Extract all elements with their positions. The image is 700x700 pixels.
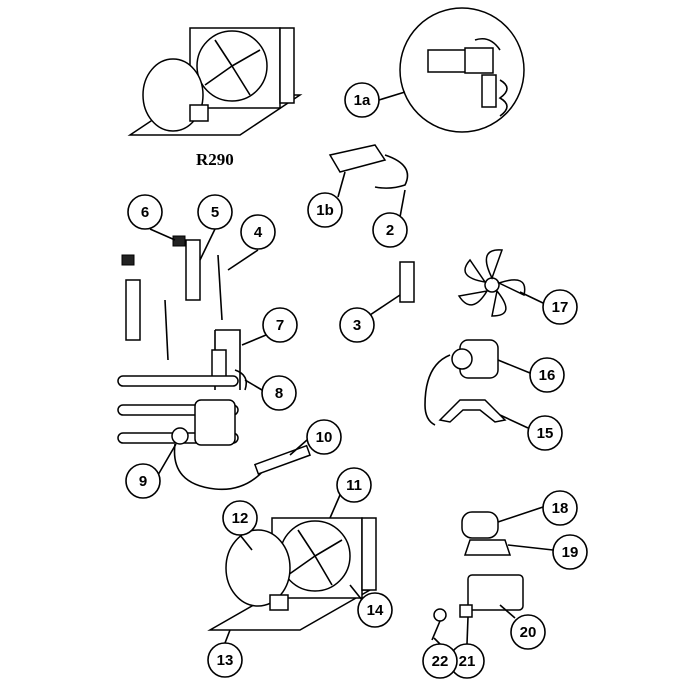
callout-10: 10 [306,419,342,455]
callout-number: 1b [316,202,334,219]
callout-14: 14 [357,592,393,628]
callout-circle [510,614,546,650]
callout-3: 3 [339,307,375,343]
callout-15: 15 [527,415,563,451]
callout-6: 6 [127,194,163,230]
fan-blade [457,249,526,317]
callout-number: 13 [217,652,234,669]
callout-number: 20 [520,624,537,641]
callout-circle [372,212,408,248]
callout-number: 18 [552,500,569,517]
callout-circle [197,194,233,230]
callout-number: 1a [354,92,371,109]
start-components [431,511,524,641]
callout-number: 21 [459,653,476,670]
callout-number: 7 [276,317,284,334]
condenser-parts [121,235,223,361]
callout-circle [306,419,342,455]
callout-number: 12 [232,510,249,527]
callout-5: 5 [197,194,233,230]
callout-9: 9 [125,463,161,499]
callout-number: 16 [539,367,556,384]
callout-11: 11 [336,467,372,503]
callout-circle [344,82,380,118]
callout-13: 13 [207,642,243,678]
callout-18: 18 [542,490,578,526]
callout-circles: 1a 1b 2 3 4 5 6 7 8 9 10 11 12 13 14 15 16 17 18 19 20 21 22 [125,82,588,679]
callout-number: 6 [141,204,149,221]
callout-circle [542,490,578,526]
callout-circle [125,463,161,499]
callout-circle [357,592,393,628]
callout-circle [262,307,298,343]
callout-4: 4 [240,214,276,250]
callouts [149,91,554,645]
callout-number: 11 [346,477,362,494]
callout-22: 22 [422,643,458,679]
callout-19: 19 [552,534,588,570]
callout-circle [307,192,343,228]
callout-20: 20 [510,614,546,650]
callout-number: 3 [353,317,361,334]
callout-1b: 1b [307,192,343,228]
callout-circle [127,194,163,230]
refrigerant-label: R290 [196,150,234,169]
callout-number: 19 [562,544,579,561]
callout-1a: 1a [344,82,380,118]
callout-circle [542,289,578,325]
callout-12: 12 [222,500,258,536]
callout-number: 17 [552,299,569,316]
callout-number: 5 [211,204,219,221]
callout-circle [552,534,588,570]
callout-number: 14 [367,602,384,619]
callout-circle [339,307,375,343]
thermostat [328,144,409,189]
callout-17: 17 [542,289,578,325]
condensing-unit-top [127,27,303,136]
callout-circle [422,643,458,679]
callout-number: 2 [386,222,394,239]
relay [399,261,415,303]
callout-number: 15 [537,425,554,442]
callout-circle [336,467,372,503]
callout-2: 2 [372,212,408,248]
capillary-and-drier [171,427,311,491]
callout-16: 16 [529,357,565,393]
callout-number: 4 [254,224,263,241]
callout-circle [261,375,297,411]
callout-number: 10 [316,429,333,446]
callout-number: 9 [139,473,147,490]
motor-bracket [438,399,507,423]
callout-number: 8 [275,385,283,402]
evaporator [117,329,248,446]
callout-7: 7 [262,307,298,343]
callout-8: 8 [261,375,297,411]
callout-number: 22 [432,653,449,670]
condensing-unit-bottom [207,517,377,631]
fan-motor [424,339,499,426]
callout-circle [240,214,276,250]
callout-circle [529,357,565,393]
callout-circle [222,500,258,536]
electrical-box-detail [399,7,525,133]
callout-circle [207,642,243,678]
callout-circle [527,415,563,451]
